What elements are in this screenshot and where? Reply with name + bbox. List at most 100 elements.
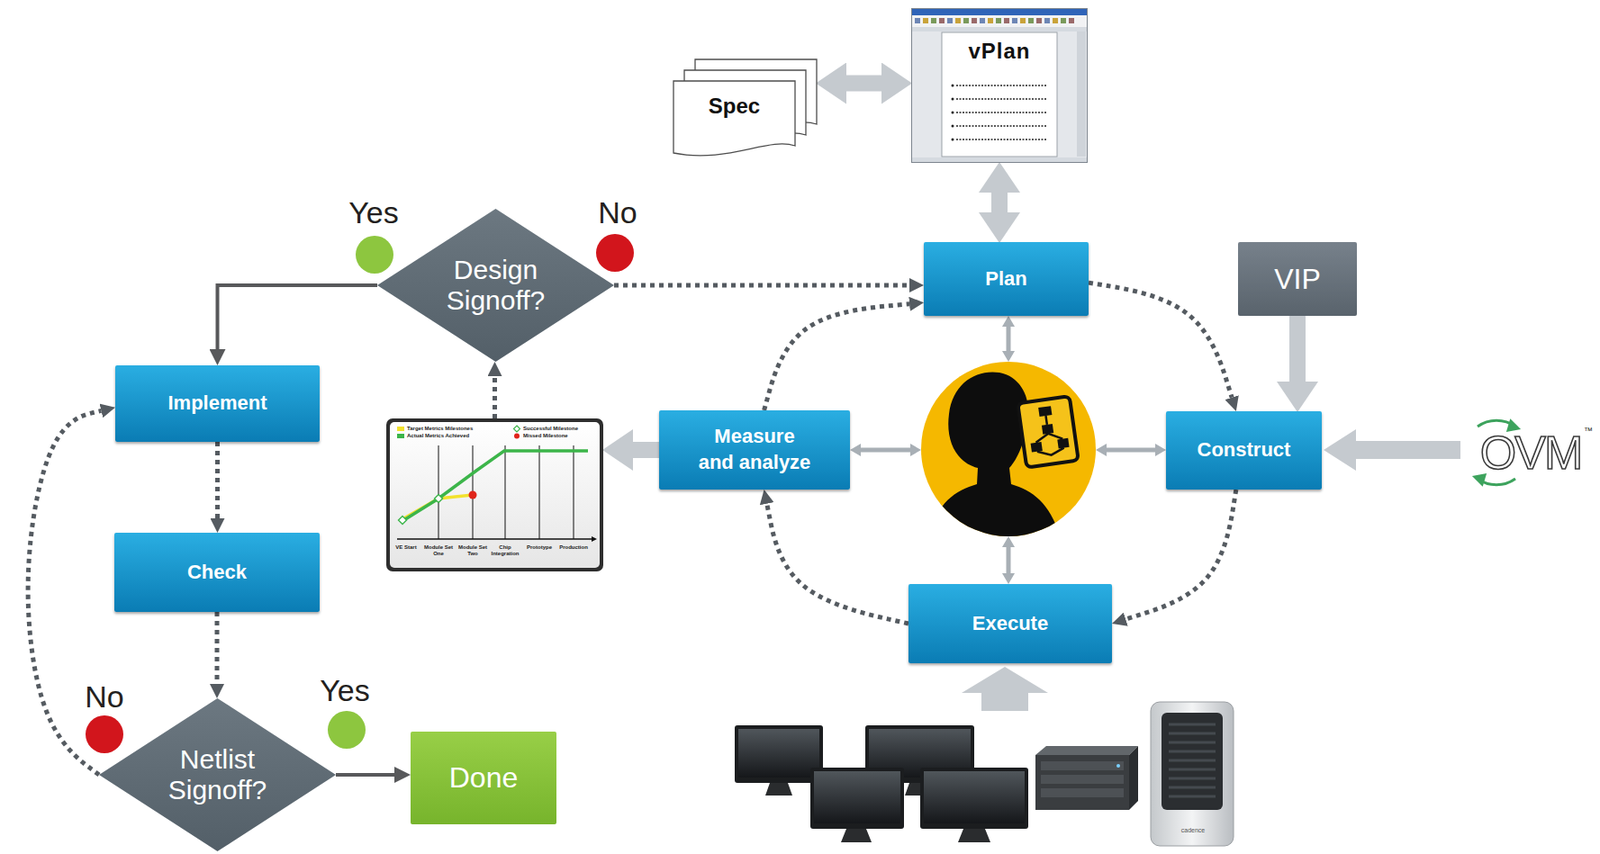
- connector: [614, 283, 910, 289]
- vplan-window-shape: [987, 18, 994, 24]
- text-holder: Plan: [923, 242, 1089, 317]
- metrics-chart-shape: [389, 422, 600, 569]
- status-dots: [85, 715, 124, 754]
- compute-farm: [920, 768, 1029, 830]
- flow-arrow: [632, 442, 660, 459]
- link-arrows: [1006, 547, 1012, 574]
- vplan-window-shape: [1076, 31, 1086, 157]
- text-holder: vPlan: [941, 35, 1058, 68]
- connector: [217, 285, 379, 350]
- engineer-icon: [1032, 414, 1066, 458]
- vplan-window-shape: [951, 111, 955, 115]
- vplan-window-shape: [912, 157, 1087, 163]
- compute-farm: [734, 725, 823, 784]
- vplan-window-shape: [1020, 18, 1026, 24]
- terminal-box: Done: [410, 732, 557, 825]
- vplan-window-shape: [911, 8, 1088, 163]
- engineer-icon: [1017, 396, 1078, 468]
- spec-document: Spec: [673, 59, 817, 155]
- compute-farm: [810, 768, 904, 830]
- compute-farm: [1040, 761, 1124, 771]
- vplan-window-shape: [914, 18, 921, 24]
- node-text: Netlist Signoff?: [154, 744, 281, 807]
- vplan-window-shape: [956, 125, 1047, 127]
- node-text: VIP: [1274, 262, 1321, 297]
- input-arrows: [961, 667, 1049, 712]
- compute-farm: [1116, 764, 1121, 769]
- compute-farm: [923, 771, 1025, 824]
- engineer-icon: [1038, 406, 1052, 417]
- node-text: Execute: [972, 611, 1049, 638]
- vplan-window-shape: [912, 9, 1087, 16]
- vip-box: VIP: [1238, 242, 1357, 317]
- decision-diamond: Netlist Signoff?: [99, 698, 336, 852]
- metrics-chart-shape: [438, 445, 440, 540]
- metrics-chart-shape: [514, 425, 521, 433]
- metrics-chart-shape: [573, 445, 575, 540]
- link-arrows: [1106, 448, 1156, 453]
- vplan-window-shape: [1052, 18, 1058, 24]
- text-holder: Done: [410, 732, 557, 825]
- vplan-window-shape: [955, 18, 961, 24]
- flow-arrow: [846, 75, 882, 92]
- vplan-window-shape: [956, 138, 1047, 141]
- connector: [492, 376, 498, 419]
- link-arrows: [860, 326, 1156, 574]
- branch-label: Yes: [348, 195, 398, 231]
- metrics-chart: Target Metrics MilestonesActual Metrics …: [386, 418, 604, 572]
- chart-text: VE Start: [389, 544, 423, 552]
- compute-farm: [813, 771, 901, 824]
- text-holder: Spec: [673, 81, 796, 132]
- compute-farm: [1040, 775, 1124, 785]
- connector: [27, 410, 101, 776]
- metrics-chart-shape: [514, 433, 520, 440]
- process-box: Measure and analyze: [659, 410, 850, 490]
- flow-arrow: [991, 192, 1008, 213]
- node-text: Check: [187, 560, 247, 587]
- vplan-window-shape: [922, 18, 929, 24]
- vplan-window-shape: [939, 18, 945, 24]
- metrics-chart-shape: [386, 418, 604, 572]
- status-dots: [327, 711, 366, 750]
- text-holder: VIP: [1238, 242, 1357, 317]
- vplan-window-shape: [1028, 18, 1034, 24]
- vplan-window-shape: [1060, 18, 1067, 24]
- flow-arrow: [1289, 316, 1306, 382]
- text-holder: Netlist Signoff?: [99, 698, 336, 852]
- compute-farm: [840, 829, 872, 843]
- text-holder: Construct: [1166, 411, 1322, 490]
- metrics-chart-shape: [591, 536, 597, 543]
- vplan-window: vPlan: [911, 8, 1088, 163]
- branch-label: No: [84, 679, 124, 715]
- chart-text: Actual Metrics Achieved: [406, 433, 470, 440]
- node-text: Plan: [985, 266, 1027, 293]
- connector: [215, 442, 220, 519]
- text-holder: Implement: [115, 365, 320, 443]
- decision-diamond-shape: [377, 208, 615, 362]
- link-arrows: [860, 448, 911, 453]
- compute-farm: [1035, 746, 1139, 756]
- vplan-window-shape: [979, 18, 986, 24]
- node-text: Design Signoff?: [433, 254, 560, 317]
- chart-text: Module Set One: [422, 544, 455, 557]
- branch-label: Yes: [319, 673, 370, 709]
- process-box: Execute: [908, 584, 1112, 664]
- text-holder: Measure and analyze: [659, 410, 850, 490]
- metrics-chart-shape: [539, 445, 541, 540]
- node-text: Spec: [708, 93, 760, 120]
- chart-text: Successful Milestone: [523, 425, 579, 433]
- vplan-window-shape: [912, 27, 1087, 32]
- vplan-window-shape: [951, 98, 955, 101]
- vplan-window-shape: [956, 111, 1047, 114]
- node-text: Measure and analyze: [696, 424, 814, 476]
- connector: [335, 773, 395, 778]
- vplan-window-shape: [1012, 18, 1018, 24]
- chart-text: Target Metrics Milestones: [406, 425, 473, 433]
- process-box: Plan: [923, 242, 1089, 317]
- trademark: ™: [1583, 425, 1593, 436]
- vplan-window-shape: [947, 18, 953, 24]
- connector: [215, 612, 220, 685]
- metrics-chart-shape: [505, 445, 507, 540]
